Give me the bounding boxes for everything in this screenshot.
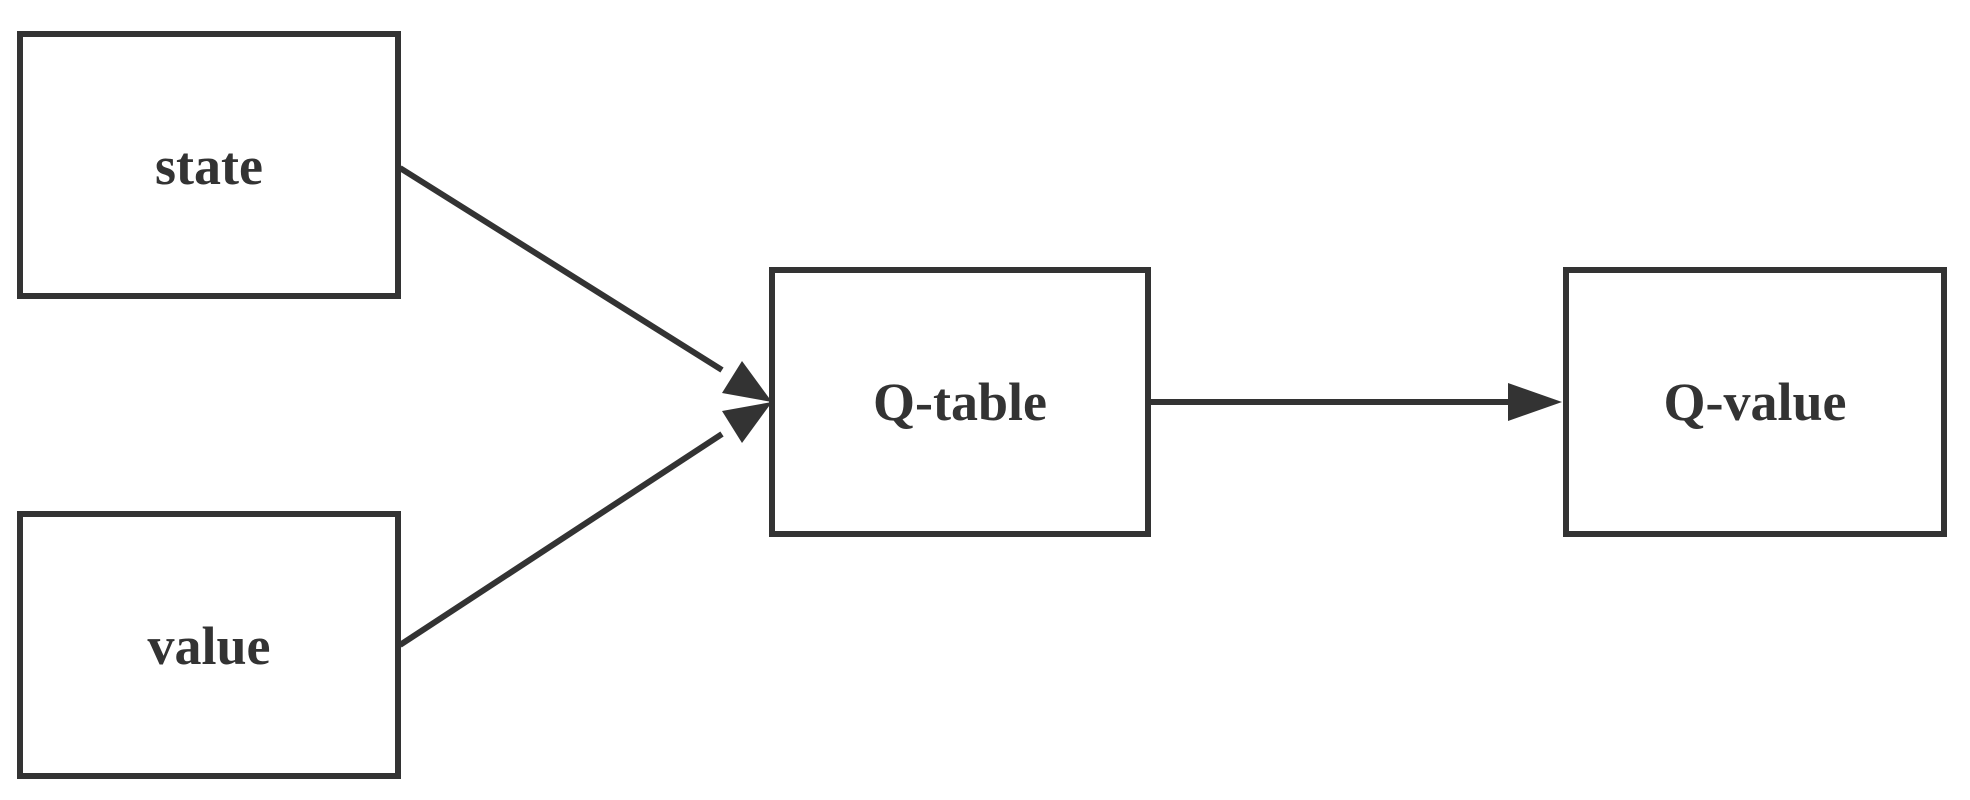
arrowhead: [722, 361, 772, 402]
edge-q-table-to-q-value: [1150, 383, 1562, 421]
edge-line: [398, 431, 724, 648]
node-q-value-label: Q-value: [1664, 372, 1847, 432]
arrowhead: [722, 402, 772, 443]
node-value-label: value: [147, 616, 270, 676]
node-state-label: state: [155, 136, 263, 196]
node-value: value: [17, 511, 401, 779]
node-state: state: [17, 31, 401, 299]
node-q-table-label: Q-table: [873, 372, 1047, 432]
node-q-value-box: [1563, 267, 1947, 537]
node-value-box: [17, 511, 401, 779]
edge-line: [398, 165, 724, 373]
node-q-value: Q-value: [1563, 267, 1947, 537]
edge-state-to-q-table: [398, 165, 772, 402]
node-state-box: [17, 31, 401, 299]
node-q-table-box: [769, 267, 1151, 537]
node-q-table: Q-table: [769, 267, 1151, 537]
arrowhead: [1508, 383, 1562, 421]
edge-value-to-q-table: [398, 402, 772, 648]
